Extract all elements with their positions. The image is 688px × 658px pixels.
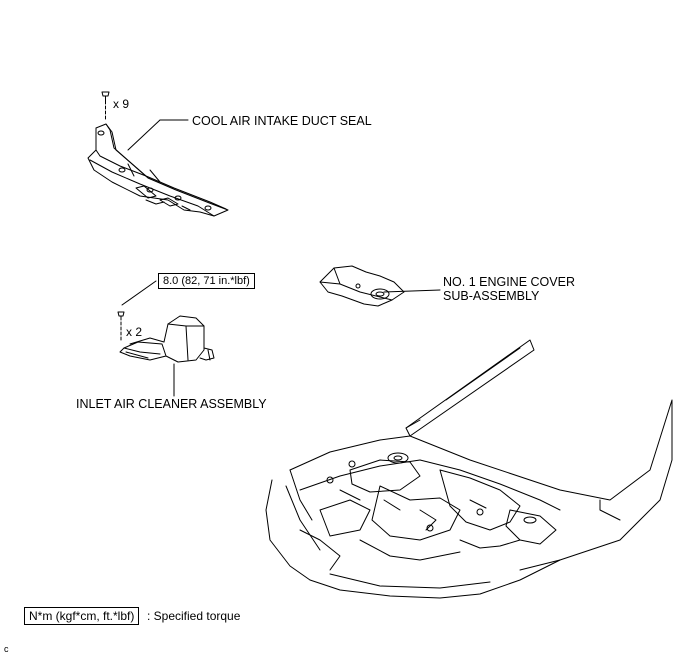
legend-torque-box: N*m (kgf*cm, ft.*lbf) [24,607,140,625]
duct-seal-part [87,123,229,217]
air-cleaner-bolt-icon [117,311,125,341]
air-cleaner-part [119,315,215,363]
torque-spec-box: 8.0 (82, 71 in.*lbf) [158,273,255,289]
air-cleaner-label: INLET AIR CLEANER ASSEMBLY [76,397,267,411]
duct-seal-label: COOL AIR INTAKE DUCT SEAL [192,114,372,128]
legend-torque-text: : Specified torque [147,609,241,623]
duct-seal-qty: x 9 [113,97,130,111]
air-cleaner-qty: x 2 [126,325,143,339]
engine-cover-part [319,265,405,307]
corner-mark: c [4,644,9,654]
engine-cover-leader [383,289,441,293]
torque-leader [121,280,157,306]
engine-cover-label-line2: SUB-ASSEMBLY [443,289,540,303]
engine-cover-label-line1: NO. 1 ENGINE COVER [443,275,575,289]
duct-seal-clip-icon [101,91,110,121]
vehicle-engine-bay [265,339,673,599]
duct-seal-leader [127,119,161,151]
